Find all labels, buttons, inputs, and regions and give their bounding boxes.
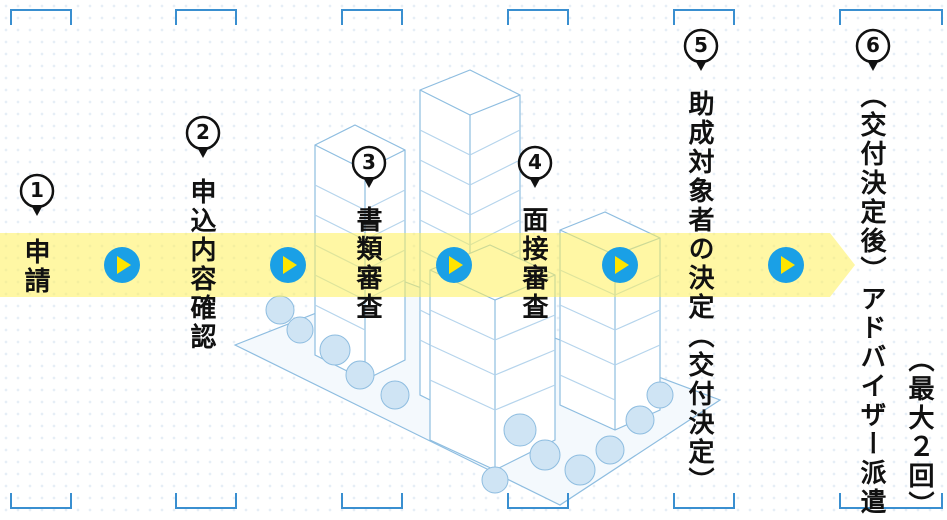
- step-marker-5: 5: [681, 27, 721, 75]
- top-bracket: [839, 9, 943, 25]
- step-marker-6: 6: [853, 27, 893, 75]
- play-arrow-icon: [600, 245, 640, 285]
- step-number: 6: [866, 33, 880, 57]
- step-label-2: 申込内容確認: [186, 178, 216, 352]
- bottom-bracket: [341, 493, 403, 509]
- top-bracket: [673, 9, 735, 25]
- location-pin-icon: [517, 145, 553, 188]
- step-number: 4: [528, 150, 542, 174]
- bottom-bracket: [10, 493, 72, 509]
- step-number: 3: [362, 150, 376, 174]
- step-label-6-sub: （最大２回）: [904, 346, 934, 520]
- location-pin-icon: [19, 173, 55, 216]
- location-pin-icon: [855, 28, 891, 71]
- top-bracket: [507, 9, 569, 25]
- bottom-bracket: [673, 493, 735, 509]
- location-pin-icon: [351, 145, 387, 188]
- bottom-bracket: [507, 493, 569, 509]
- bottom-bracket: [175, 493, 237, 509]
- step-label-4: 面接審査: [518, 206, 548, 322]
- top-bracket: [175, 9, 237, 25]
- step-label-5: 助成対象者の決定（交付決定）: [684, 90, 714, 496]
- step-number: 1: [30, 178, 44, 202]
- process-flow-band: [0, 233, 855, 297]
- bottom-bracket: [839, 493, 943, 509]
- step-marker-2: 2: [183, 114, 223, 162]
- step-marker-3: 3: [349, 144, 389, 192]
- step-number: 2: [196, 120, 210, 144]
- top-bracket: [10, 9, 72, 25]
- play-arrow-icon: [268, 245, 308, 285]
- step-number: 5: [694, 33, 708, 57]
- top-bracket: [341, 9, 403, 25]
- location-pin-icon: [683, 28, 719, 71]
- step-marker-1: 1: [17, 172, 57, 220]
- step-label-1: 申請: [20, 238, 50, 296]
- step-label-6: （交付決定後）アドバイザー派遣: [856, 82, 886, 517]
- play-arrow-icon: [434, 245, 474, 285]
- location-pin-icon: [185, 115, 221, 158]
- play-arrow-icon: [766, 245, 806, 285]
- play-arrow-icon: [102, 245, 142, 285]
- step-marker-4: 4: [515, 144, 555, 192]
- step-label-3: 書類審査: [352, 206, 382, 322]
